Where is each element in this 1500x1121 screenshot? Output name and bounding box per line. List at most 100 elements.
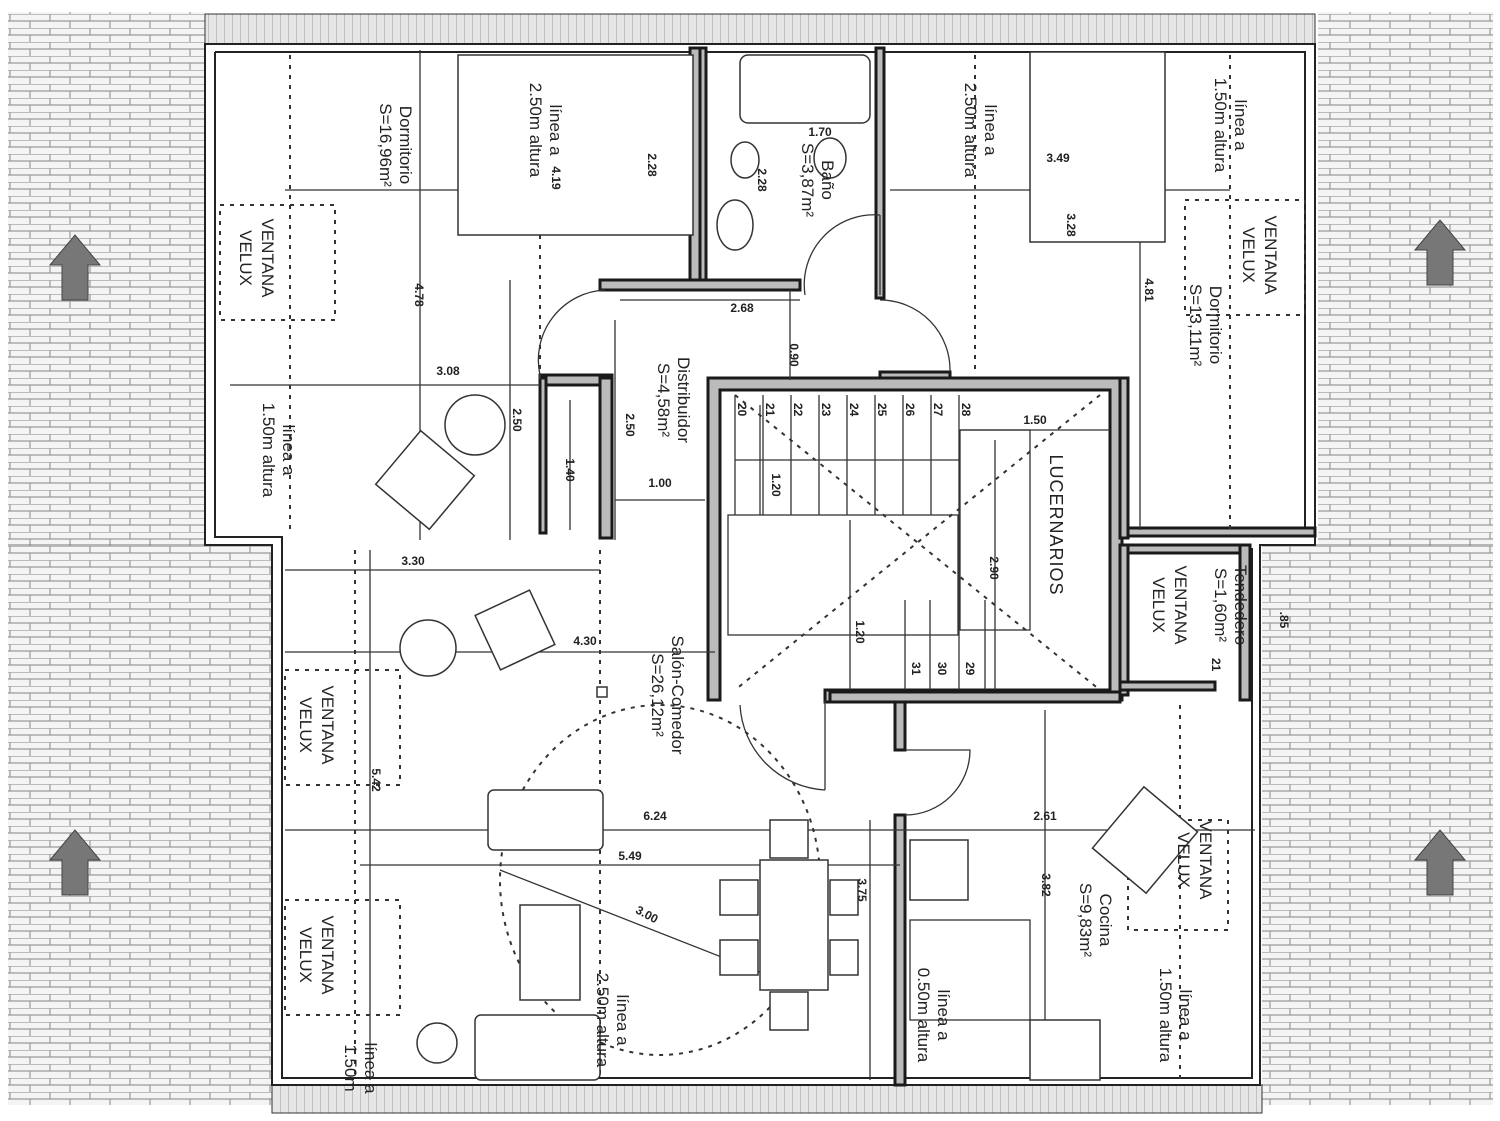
height-note: línea a (613, 994, 632, 1046)
dimension-label: 2.61 (1033, 809, 1057, 823)
svg-text:CocinaS=9,83m²: CocinaS=9,83m² (1076, 883, 1115, 958)
dimension-label: 6.24 (643, 809, 667, 823)
svg-text:línea a1.50m altura: línea a1.50m altura (1211, 78, 1250, 173)
round-table (399, 619, 457, 677)
armchair (474, 589, 556, 671)
doors (537, 214, 971, 816)
dimension-label: 3.49 (1046, 151, 1070, 165)
stair-step-number: 21 (763, 403, 777, 417)
height-note: 1.50m altura (1211, 78, 1230, 173)
svg-text:línea a2.50m altura: línea a2.50m altura (593, 973, 632, 1068)
fridge (909, 839, 969, 901)
height-note: línea a (934, 989, 953, 1041)
sofa (519, 904, 581, 1001)
svg-text:línea a0.50m altura: línea a0.50m altura (914, 968, 953, 1063)
svg-text:línea a2.50m altura: línea a2.50m altura (526, 83, 565, 178)
svg-text:VENTANAVELUX: VENTANAVELUX (296, 915, 337, 995)
armchair (374, 429, 476, 531)
dimension-label: 3.75 (855, 878, 869, 902)
velux-window (1184, 199, 1306, 316)
bidet (813, 137, 847, 179)
height-note: línea a (546, 104, 565, 156)
walls (204, 43, 1317, 1087)
stair-step-number: 26 (903, 403, 917, 417)
dimension-label: 1.00 (648, 476, 672, 490)
dimension-label: 3.82 (1039, 873, 1053, 897)
height-note: línea a (279, 424, 298, 476)
dimension-label: 3.28 (1064, 213, 1078, 237)
dimension-label: 5.49 (618, 849, 642, 863)
svg-text:línea a2.50m altura: línea a2.50m altura (961, 83, 1000, 178)
svg-text:VENTANAVELUX: VENTANAVELUX (1239, 215, 1280, 295)
dimension-label: 5.42 (369, 768, 383, 792)
arrow-up-icon (1413, 219, 1467, 286)
stair-step-number: 22 (791, 403, 805, 417)
room-name-distribuidor: Distribuidor (674, 357, 693, 443)
svg-text:BañoS=3,87m²: BañoS=3,87m² (798, 143, 837, 218)
sink (716, 199, 754, 251)
dimension-label: 1.40 (563, 458, 577, 482)
room-name-salon: Salón-Comedor (668, 635, 687, 754)
svg-text:línea a1.50m altura: línea a1.50m altura (259, 403, 298, 498)
height-note: 0.50m altura (914, 968, 933, 1063)
svg-text:VENTANAVELUX: VENTANAVELUX (236, 218, 277, 298)
height-note: línea a (1176, 989, 1195, 1041)
bed (457, 54, 694, 236)
stair-step-number: 25 (875, 403, 889, 417)
dimension-labels: 4.19 2.28 2.28 1.70 4.78 2.68 0.90 3.08 … (369, 125, 1291, 926)
room-name-bano: Baño (818, 160, 837, 200)
height-note: línea a (981, 104, 1000, 156)
dimension-label: 4.81 (1142, 278, 1156, 302)
window-label: VELUX (296, 697, 315, 753)
arrow-up-icon (48, 234, 102, 301)
window-label: VELUX (1149, 577, 1168, 633)
dimension-label: 3.00 (633, 903, 660, 926)
height-note: 1.50m altura (259, 403, 278, 498)
dimension-label: 4.19 (549, 166, 563, 190)
window-label: VENTANA (1261, 215, 1280, 295)
room-area-dormitorio-2: S=13,11m² (1186, 284, 1205, 367)
stair-step-number: 28 (959, 403, 973, 417)
height-note: 2.50m altura (961, 83, 980, 178)
velux-window (284, 899, 401, 1016)
arrow-up-icon (1413, 829, 1467, 896)
dimension-label: 2.68 (730, 301, 754, 315)
bathtub (739, 54, 871, 124)
stair-step-number: 29 (963, 662, 977, 676)
stair-step-number: 21 (1209, 658, 1223, 672)
slope-arrows (48, 219, 1467, 896)
stair-steps: 20 21 22 23 24 25 26 27 28 29 30 31 21 (735, 403, 1223, 676)
window-label: VELUX (1174, 832, 1193, 888)
velux-window (219, 204, 336, 321)
dimension-label: 2.28 (645, 153, 659, 177)
stair-step-number: 23 (819, 403, 833, 417)
room-name-tendedero: Tendedero (1231, 565, 1250, 645)
furniture (374, 51, 1199, 1081)
velux-window (284, 669, 401, 786)
dimension-label: 3.30 (401, 554, 425, 568)
room-labels: DormitorioS=16,96m² BañoS=3,87m² Distrib… (376, 103, 1250, 957)
kitchen-table (1091, 785, 1199, 895)
dimension-label: 4.78 (412, 283, 426, 307)
room-name-dormitorio-2: Dormitorio (1206, 286, 1225, 364)
window-label: VENTANA (318, 915, 337, 995)
dimension-label: 1.70 (808, 125, 832, 139)
kitchen-counter (909, 919, 1031, 1021)
roof-tiles (8, 12, 1493, 1114)
svg-text:Salón-ComedorS=26,12m²: Salón-ComedorS=26,12m² (648, 635, 687, 754)
height-note: línea a (1231, 99, 1250, 151)
stair-step-number: 20 (735, 403, 749, 417)
svg-text:línea a1.50m: línea a1.50m (341, 1042, 380, 1094)
window-label: VENTANA (258, 218, 277, 298)
stair-step-number: 30 (935, 662, 949, 676)
room-name-cocina: Cocina (1096, 894, 1115, 947)
window-label: VELUX (1239, 227, 1258, 283)
window-label: VELUX (236, 230, 255, 286)
round-table (444, 394, 506, 456)
dimension-label: 2.90 (987, 556, 1001, 580)
arrow-up-icon (48, 829, 102, 896)
toilet (730, 141, 760, 179)
room-area-salon: S=26,12m² (648, 653, 667, 737)
window-labels: VENTANAVELUX VENTANAVELUX VENTANAVELUX V… (236, 215, 1280, 995)
